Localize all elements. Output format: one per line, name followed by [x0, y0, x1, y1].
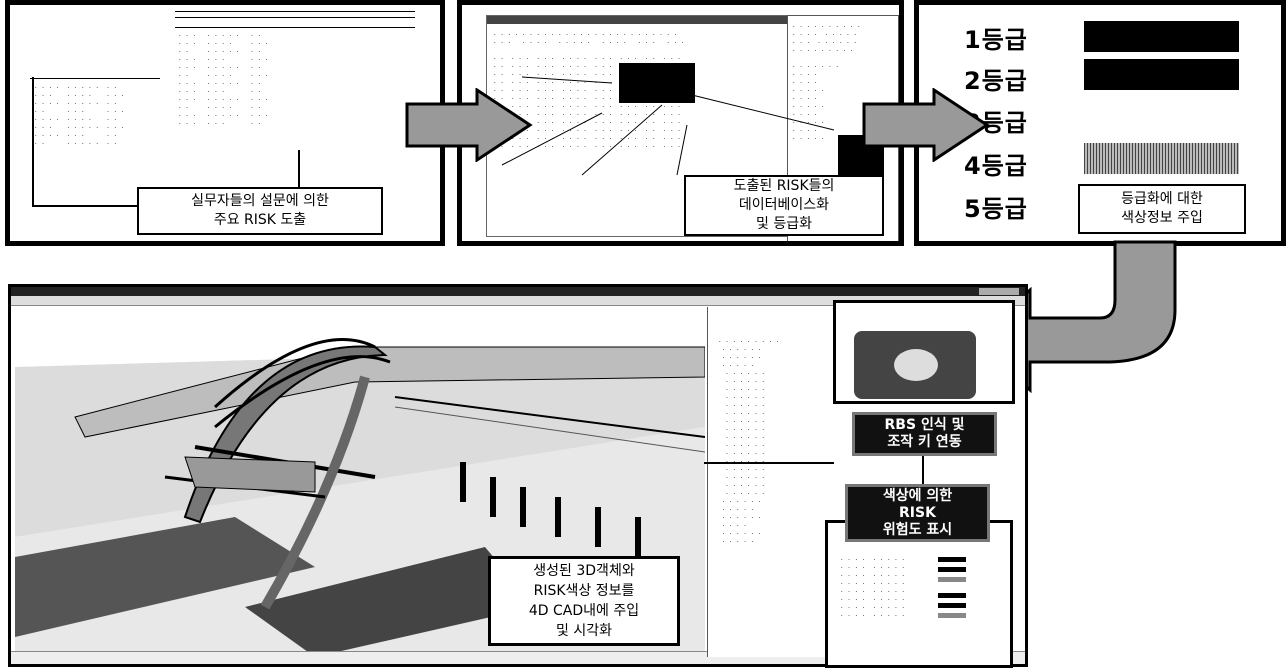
viewport-3d	[15, 307, 705, 657]
survey-panel: . . . . . . . . . . . . . . . . . . . . …	[5, 0, 445, 246]
connector-line	[704, 462, 834, 464]
risk-panel: . . . . . . . . . . . . . . . . . . . . …	[825, 520, 1013, 668]
highlight-block	[619, 63, 695, 103]
side-dialog-text: . . . . . . . . . . . . . . . . . . . . …	[792, 22, 861, 141]
rbs-caption: RBS 인식 및 조작 키 연동	[852, 412, 997, 456]
risk-caption: 색상에 의한 RISK 위험도 표시	[845, 484, 990, 542]
survey-caption: 실무자들의 설문에 의한 주요 RISK 도출	[137, 187, 383, 235]
risk-bar	[938, 593, 966, 598]
controller-panel	[833, 300, 1015, 404]
grade-5-label: 5등급	[964, 195, 1028, 223]
database-caption: 도출된 RISK들의 데이터베이스화 및 등급화	[684, 175, 884, 236]
cad-window: . . . . . . . . . . . . . . . . . . . . …	[8, 284, 1028, 667]
grade-1-label: 1등급	[964, 26, 1028, 54]
risk-bar	[938, 567, 966, 572]
table-rule	[175, 11, 415, 12]
connector-line	[922, 440, 924, 490]
risk-bar	[938, 603, 966, 608]
pointer-line	[32, 205, 140, 207]
window-buttons	[979, 288, 1019, 295]
grade-2-label: 2등급	[964, 67, 1028, 95]
window-titlebar	[487, 16, 787, 24]
tree-panel: . . . . . . . . . . . . . . . . . . . . …	[707, 307, 832, 657]
table-rule	[175, 27, 415, 28]
risk-list: . . . . . . . . . . . . . . . . . . . . …	[840, 555, 906, 618]
cad-menubar	[11, 296, 1025, 306]
table-rule	[30, 78, 160, 79]
pointer-line	[32, 77, 34, 207]
risk-bar	[938, 577, 966, 582]
dial-center	[894, 349, 938, 381]
risk-bar	[938, 557, 966, 562]
cad-caption: 생성된 3D객체와 RISK색상 정보를 4D CAD내에 주입 및 시각화	[488, 556, 680, 646]
grade-4-swatch	[1084, 143, 1239, 174]
bridge-scene	[15, 307, 705, 657]
grade-4-label: 4등급	[964, 152, 1028, 180]
pointer-arrows	[501, 76, 835, 176]
flow-arrow-right	[862, 88, 990, 162]
cad-titlebar	[11, 287, 1025, 296]
grade-1-swatch	[1084, 21, 1239, 52]
tree-items: . . . . . . . . . . . . . . . . . . . . …	[718, 337, 780, 544]
survey-table-text: . . . . . . . . . . . . . . . . . . . . …	[178, 31, 269, 126]
pointer-line	[298, 150, 300, 192]
table-rule	[175, 17, 415, 18]
grade-caption: 등급화에 대한 색상정보 주입	[1078, 184, 1246, 234]
risk-bar	[938, 613, 966, 618]
survey-sheet-text: . . . . . . . . . . . . . . . . . . . . …	[34, 83, 125, 146]
flow-arrow-right	[405, 88, 533, 162]
grade-2-swatch	[1084, 59, 1239, 90]
